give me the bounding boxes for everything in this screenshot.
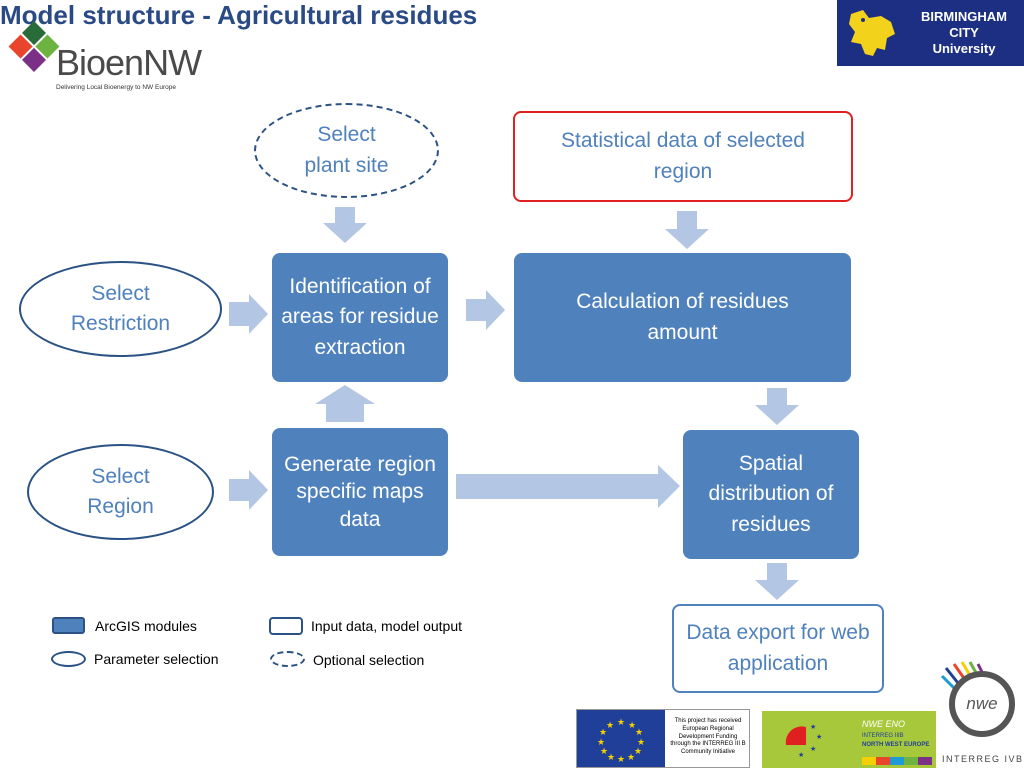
data-export-box: Data export for web application	[672, 604, 884, 693]
svg-text:★: ★	[607, 753, 615, 763]
nwe-eno-emblem-icon: ★★★★	[785, 723, 822, 759]
data-export-label: Data export for web application	[686, 621, 870, 675]
identification-box: Identification of areas for residue extr…	[272, 253, 448, 382]
nwe-eno-logo: ★★★★ NWE ENO INTERREG IIIB NORTH WEST EU…	[762, 711, 936, 768]
nwe-eno-line1: NWE ENO	[862, 719, 906, 729]
svg-text:★: ★	[617, 755, 625, 765]
svg-text:★: ★	[816, 733, 822, 741]
arrow-generate-to-spatial	[456, 465, 680, 508]
arrow-region-to-generate	[229, 470, 268, 510]
svg-text:★: ★	[627, 753, 635, 763]
select-restriction-oval: Select Restriction	[19, 261, 222, 357]
nwe-logo-text: nwe	[966, 694, 998, 713]
eu-flag: ★★★ ★★★ ★★★ ★★★	[577, 710, 665, 767]
svg-text:★: ★	[637, 738, 645, 748]
nwe-interreg-logo: nwe INTERREG IVB	[940, 660, 1024, 768]
statistical-data-box: Statistical data of selected region	[513, 111, 853, 202]
legend-arcgis-label: ArcGIS modules	[95, 618, 197, 634]
legend-parameter-label: Parameter selection	[94, 651, 219, 667]
statistical-data-label: Statistical data of selected region	[561, 129, 805, 183]
legend-arcgis-swatch	[52, 617, 85, 634]
svg-text:★: ★	[810, 723, 816, 731]
legend-optional-swatch	[270, 651, 305, 667]
arrow-statistical-to-calculation	[665, 211, 709, 249]
svg-text:★: ★	[606, 721, 614, 731]
bioennw-logo: BioenNW Delivering Local Bioenergy to NW…	[8, 8, 213, 98]
svg-text:★: ★	[798, 751, 804, 759]
legend-input-swatch	[269, 617, 303, 635]
generate-box: Generate region specific maps data	[272, 428, 448, 556]
legend-input-label: Input data, model output	[311, 618, 462, 634]
select-region-label: Select Region	[87, 464, 154, 518]
select-restriction-label: Select Restriction	[70, 281, 171, 335]
svg-text:★: ★	[600, 747, 608, 757]
arrow-generate-to-identification	[315, 385, 375, 422]
arrow-spatial-to-export	[755, 563, 799, 600]
generate-label: Generate region specific maps data	[284, 453, 436, 531]
spatial-label: Spatial distribution of residues	[708, 451, 834, 536]
bioennw-logo-name: BioenNW	[56, 42, 202, 83]
svg-text:★: ★	[634, 747, 642, 757]
eu-funding-logo: ★★★ ★★★ ★★★ ★★★ This project has receive…	[576, 709, 750, 768]
svg-text:★: ★	[599, 728, 607, 738]
spatial-box: Spatial distribution of residues	[683, 430, 859, 559]
bioennw-logo-tagline: Delivering Local Bioenergy to NW Europe	[56, 84, 176, 91]
arrow-plantsite-to-identification	[323, 207, 367, 243]
svg-text:★: ★	[597, 738, 605, 748]
eu-stars-icon: ★★★ ★★★ ★★★ ★★★	[597, 718, 645, 765]
legend-optional-label: Optional selection	[313, 652, 425, 668]
calculation-label: Calculation of residues amount	[576, 290, 789, 344]
identification-label: Identification of areas for residue extr…	[281, 274, 439, 359]
eu-funding-text: This project has received European Regio…	[670, 718, 746, 756]
bcu-logo: BIRMINGHAM CITY University	[837, 0, 1024, 66]
legend-parameter-swatch	[51, 651, 86, 667]
bcu-logo-line3: University	[932, 41, 996, 56]
arrow-restriction-to-identification	[229, 294, 268, 334]
svg-text:★: ★	[810, 745, 816, 753]
arrow-identification-to-calculation	[466, 290, 505, 330]
svg-text:★: ★	[628, 721, 636, 731]
page-title: Model structure - Agricultural residues	[0, 0, 478, 30]
bcu-logo-line1: BIRMINGHAM	[921, 9, 1007, 24]
svg-text:★: ★	[617, 718, 625, 728]
arrow-calculation-to-spatial	[755, 388, 799, 425]
nwe-eno-colorbar	[862, 757, 932, 765]
lion-icon	[849, 10, 895, 56]
calculation-box: Calculation of residues amount	[514, 253, 851, 382]
select-region-oval: Select Region	[27, 444, 214, 540]
nwe-circle-icon	[940, 661, 1015, 737]
interreg-text: INTERREG IVB	[942, 754, 1024, 764]
select-plant-site-label: Select plant site	[304, 123, 389, 177]
nwe-eno-line2: INTERREG IIIB	[862, 733, 904, 739]
svg-text:★: ★	[635, 728, 643, 738]
nwe-eno-line3: NORTH WEST EUROPE	[862, 742, 930, 748]
bioennw-logo-icon	[8, 21, 60, 72]
bcu-logo-line2: CITY	[949, 25, 979, 40]
select-plant-site-oval: Select plant site	[254, 103, 439, 198]
